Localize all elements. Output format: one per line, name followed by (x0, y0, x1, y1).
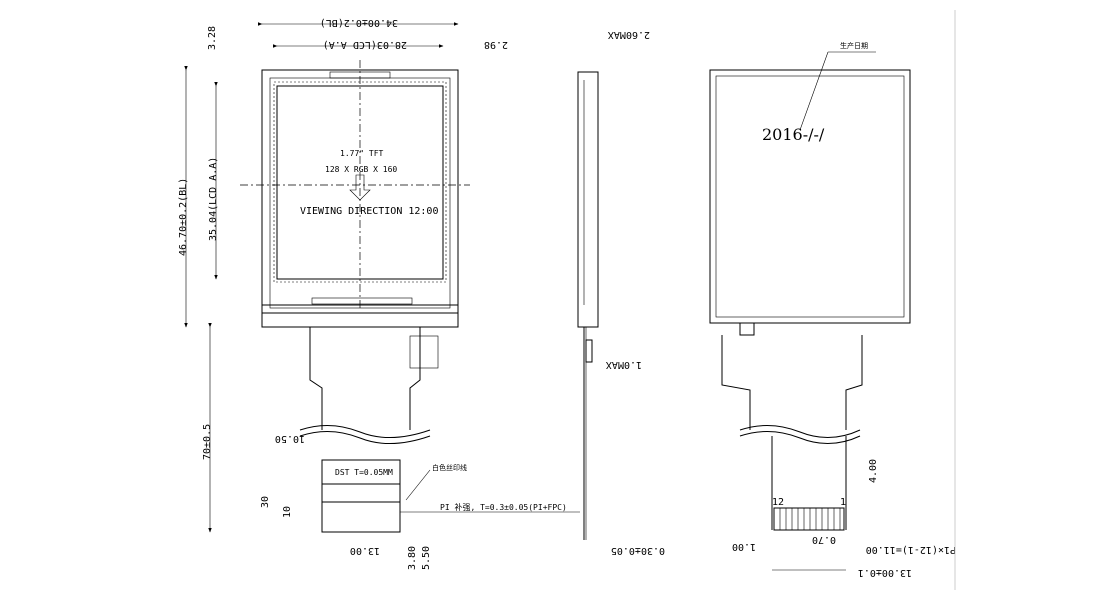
dim-070: 0.70 (812, 534, 836, 545)
front-view: 1.77" TFT 128 X RGB X 160 VIEWING DIRECT… (178, 17, 580, 570)
back-break-bottom (739, 431, 861, 444)
dim-400: 4.00 (868, 459, 879, 483)
fpc-tail (309, 327, 421, 430)
backlight-outline (261, 69, 459, 314)
bond-pads (311, 297, 413, 305)
fpc-components (409, 335, 439, 369)
dim-30: 30 (260, 496, 271, 508)
pi-label: PI 补强, T=0.3±0.05(PI+FPC) (440, 502, 567, 512)
back-fpc (721, 335, 863, 430)
dim-fpc-thickness: 0.30±0.05 (611, 545, 665, 556)
back-hatch (715, 75, 905, 318)
break-line-bottom (299, 431, 431, 445)
dim-right-offset: 2.98 (484, 39, 508, 50)
back-connector-tab (739, 322, 755, 336)
back-fpc-lower (771, 436, 847, 530)
dst-label: DST T=0.05MM (335, 468, 393, 477)
side-component (585, 339, 593, 363)
date-stamp: 2016-/-/ (762, 125, 825, 144)
dim-bl-height: 46.70±0.2(BL) (178, 178, 189, 256)
dim-bl-width: 34.00±0.2(BL) (320, 17, 398, 28)
side-module-outline (577, 71, 599, 328)
viewing-direction-arrow (349, 174, 371, 201)
dim-100: 1.00 (732, 541, 756, 552)
resolution-text: 128 X RGB X 160 (325, 165, 397, 174)
viewing-direction-text: VIEWING DIRECTION 12:00 (300, 206, 438, 217)
white-silk-leader (405, 469, 431, 501)
white-silk-label: 白色丝印线 (432, 463, 467, 472)
gold-fingers (773, 507, 845, 531)
dim-10: 10 (282, 506, 293, 518)
date-stamp-bg (760, 125, 860, 145)
pin-12: 12 (772, 497, 784, 508)
fpc-mid-section (321, 483, 401, 503)
dim-pitch: P1×(12-1)=11.00 (866, 544, 956, 555)
date-leader (799, 51, 829, 131)
dim-fpc-length: 70±0.5 (202, 424, 213, 460)
date-label: 生产日期 (840, 41, 868, 50)
back-view: 2016-/-/ 生产日期 12 1 4.00 0.70 1.00 P1×(12… (709, 41, 956, 578)
dim-top-offset: 3.28 (207, 26, 218, 50)
side-view: 2.60MAX 1.0MAX 0.30±0.05 (577, 29, 665, 556)
dim-lcd-aa-width: 28.03(LCD A.A) (323, 39, 407, 50)
dim-lcd-aa-height: 35.04(LCD A.A) (208, 157, 219, 241)
dim-max-thickness: 2.60MAX (608, 29, 650, 40)
dim-13: 13.00 (350, 545, 380, 556)
dim-550: 5.50 (421, 546, 432, 570)
break-line-top (299, 425, 431, 439)
dim-fpc-offset: 10.50 (275, 433, 305, 444)
panel-size-text: 1.77" TFT (340, 149, 384, 158)
back-outline (709, 69, 911, 324)
pin-1: 1 (840, 497, 846, 508)
dim-1300: 13.00±0.1 (858, 567, 912, 578)
dim-component-max: 1.0MAX (606, 359, 642, 370)
pi-stiffener (321, 501, 401, 533)
dim-380: 3.80 (407, 546, 418, 570)
finger-lines (779, 508, 841, 530)
back-break-top (739, 425, 861, 438)
